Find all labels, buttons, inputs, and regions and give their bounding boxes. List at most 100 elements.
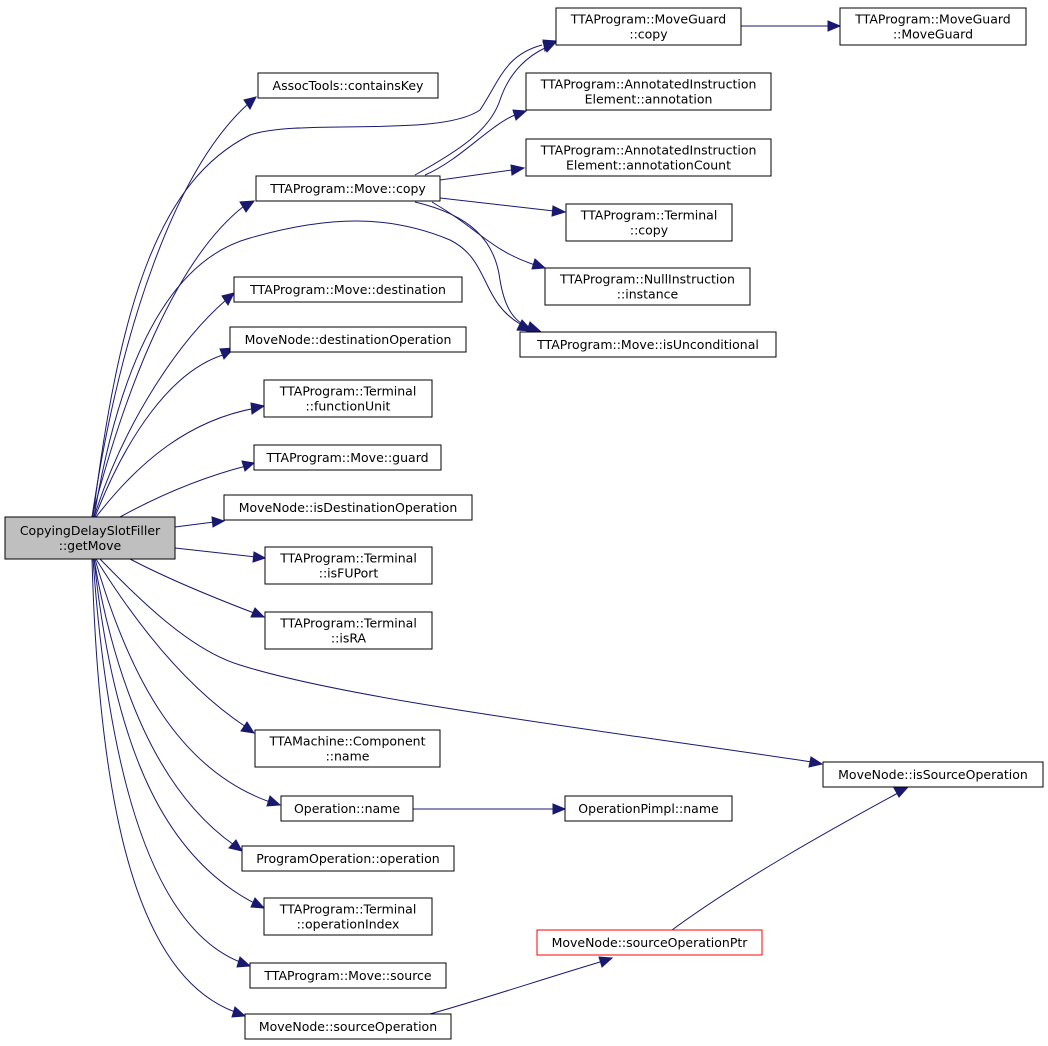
node-box: [564, 795, 733, 822]
node-box: [257, 72, 439, 99]
node-label-line: ::functionUnit: [306, 399, 391, 414]
node-isSrcOp[interactable]: MoveNode::isSourceOperation: [822, 761, 1044, 788]
node-label-line: TTAMachine::Component: [269, 734, 426, 749]
edge-root-to-guard: [119, 460, 256, 518]
node-label-line: ::isRA: [331, 631, 367, 646]
node-guard[interactable]: TTAProgram::Move::guard: [253, 444, 442, 471]
node-progOp[interactable]: ProgramOperation::operation: [241, 845, 455, 872]
edge-moveguard-copy-to-ctor: [741, 20, 842, 32]
node-terminalCopy[interactable]: TTAProgram::Terminal::copy: [565, 203, 733, 242]
node-containsKey[interactable]: AssocTools::containsKey: [257, 72, 439, 99]
edge-root-to-containsKey: [91, 96, 257, 518]
edge-move-copy-to-annotationcount: [439, 164, 526, 181]
edge-root-to-isra: [129, 558, 266, 618]
node-nullInstr[interactable]: TTAProgram::NullInstruction::instance: [544, 267, 751, 306]
node-annotation[interactable]: TTAProgram::AnnotatedInstructionElement:…: [525, 72, 772, 111]
node-opName[interactable]: Operation::name: [280, 795, 414, 822]
node-moveGuardCopy[interactable]: TTAProgram::MoveGuard::copy: [555, 7, 742, 46]
node-moveCopy[interactable]: TTAProgram::Move::copy: [255, 175, 441, 202]
node-label-line: TTAProgram::Move::isUnconditional: [536, 337, 759, 352]
node-root[interactable]: CopyingDelaySlotFiller::getMove: [4, 516, 176, 560]
node-label-line: TTAProgram::Move::copy: [269, 181, 426, 196]
node-box: [254, 729, 441, 768]
node-label-line: TTAProgram::AnnotatedInstruction: [540, 143, 757, 158]
node-box: [555, 7, 742, 46]
node-box: [536, 929, 763, 956]
node-label-line: ::operationIndex: [297, 917, 400, 932]
node-box: [4, 516, 176, 560]
node-label-line: ::instance: [617, 287, 679, 302]
edge-root-to-operationindex: [93, 558, 266, 909]
node-label-line: AssocTools::containsKey: [273, 78, 424, 93]
node-label-line: MoveNode::sourceOperationPtr: [552, 935, 749, 950]
edge-move-copy-to-nullinstruction: [431, 201, 547, 270]
node-srcOpPtr[interactable]: MoveNode::sourceOperationPtr: [536, 929, 763, 956]
node-label-line: Operation::name: [294, 801, 400, 816]
node-moveSource[interactable]: TTAProgram::Move::source: [249, 962, 447, 989]
node-label-line: CopyingDelaySlotFiller: [20, 523, 161, 538]
node-box: [253, 444, 442, 471]
node-box: [525, 138, 772, 177]
edge-root-to-program-operation: [93, 558, 243, 852]
node-compName[interactable]: TTAMachine::Component::name: [254, 729, 441, 768]
node-box: [255, 175, 441, 202]
edge-root-to-move-copy: [91, 200, 256, 518]
node-label-line: TTAProgram::Terminal: [279, 902, 417, 917]
node-isUncond[interactable]: TTAProgram::Move::isUnconditional: [519, 331, 777, 358]
node-label-line: TTAProgram::Terminal: [279, 551, 417, 566]
node-destination[interactable]: TTAProgram::Move::destination: [233, 276, 463, 303]
node-label-line: TTAProgram::AnnotatedInstruction: [540, 77, 757, 92]
node-box: [249, 962, 447, 989]
node-label-line: TTAProgram::Move::destination: [249, 282, 446, 297]
node-label-line: ::name: [326, 749, 370, 764]
node-label-line: TTAProgram::Terminal: [279, 616, 417, 631]
edge-move-copy-to-isunconditional: [414, 201, 542, 332]
edge-operation-name-to-pimpl: [413, 803, 567, 815]
node-isDestOp[interactable]: MoveNode::isDestinationOperation: [223, 494, 473, 521]
node-box: [263, 897, 433, 936]
node-label-line: ::isFUPort: [319, 566, 379, 581]
node-box: [223, 494, 473, 521]
node-box: [233, 276, 463, 303]
node-box: [544, 267, 751, 306]
node-srcOp[interactable]: MoveNode::sourceOperation: [244, 1013, 452, 1040]
node-box: [229, 326, 467, 353]
node-label-line: TTAProgram::NullInstruction: [559, 272, 735, 287]
edge-root-to-issourceop: [99, 558, 824, 768]
node-box: [519, 331, 777, 358]
node-label-line: ProgramOperation::operation: [256, 851, 439, 866]
node-box: [565, 203, 733, 242]
node-box: [241, 845, 455, 872]
edge-root-to-sourceoperation: [91, 558, 247, 1018]
node-label-line: ::copy: [630, 223, 669, 238]
edge-move-copy-to-annotation: [424, 109, 528, 176]
node-box: [525, 72, 772, 111]
edge-sourceop-to-sourceopptr: [429, 956, 614, 1015]
node-isFUPort[interactable]: TTAProgram::Terminal::isFUPort: [264, 546, 433, 585]
node-label-line: TTAProgram::MoveGuard: [854, 12, 1010, 27]
node-isRA[interactable]: TTAProgram::Terminal::isRA: [264, 611, 433, 650]
node-destOp[interactable]: MoveNode::destinationOperation: [229, 326, 467, 353]
node-box: [263, 379, 433, 418]
node-label-line: Element::annotation: [585, 92, 713, 107]
edge-move-copy-to-terminal-copy: [439, 197, 567, 217]
node-box: [839, 7, 1027, 46]
edge-root-to-component-name: [95, 558, 256, 734]
edge-root-to-isunconditional: [93, 220, 534, 518]
edge-root-to-functionunit: [95, 402, 266, 518]
node-label-line: TTAProgram::Move::guard: [265, 450, 428, 465]
node-label-line: TTAProgram::Terminal: [580, 208, 718, 223]
node-annotationCount[interactable]: TTAProgram::AnnotatedInstructionElement:…: [525, 138, 772, 177]
node-opIndex[interactable]: TTAProgram::Terminal::operationIndex: [263, 897, 433, 936]
node-box: [280, 795, 414, 822]
edge-root-to-isdestop: [174, 516, 226, 528]
call-edges: [91, 20, 910, 1018]
call-nodes: CopyingDelaySlotFiller::getMove AssocTool…: [4, 7, 1044, 1040]
node-label-line: TTAProgram::Terminal: [279, 384, 417, 399]
node-pimplName[interactable]: OperationPimpl::name: [564, 795, 733, 822]
node-moveGuardCtor[interactable]: TTAProgram::MoveGuard::MoveGuard: [839, 7, 1027, 46]
node-functionUnit[interactable]: TTAProgram::Terminal::functionUnit: [263, 379, 433, 418]
edge-root-to-isfuport: [174, 547, 267, 563]
edge-root-to-operation-name: [94, 558, 282, 807]
